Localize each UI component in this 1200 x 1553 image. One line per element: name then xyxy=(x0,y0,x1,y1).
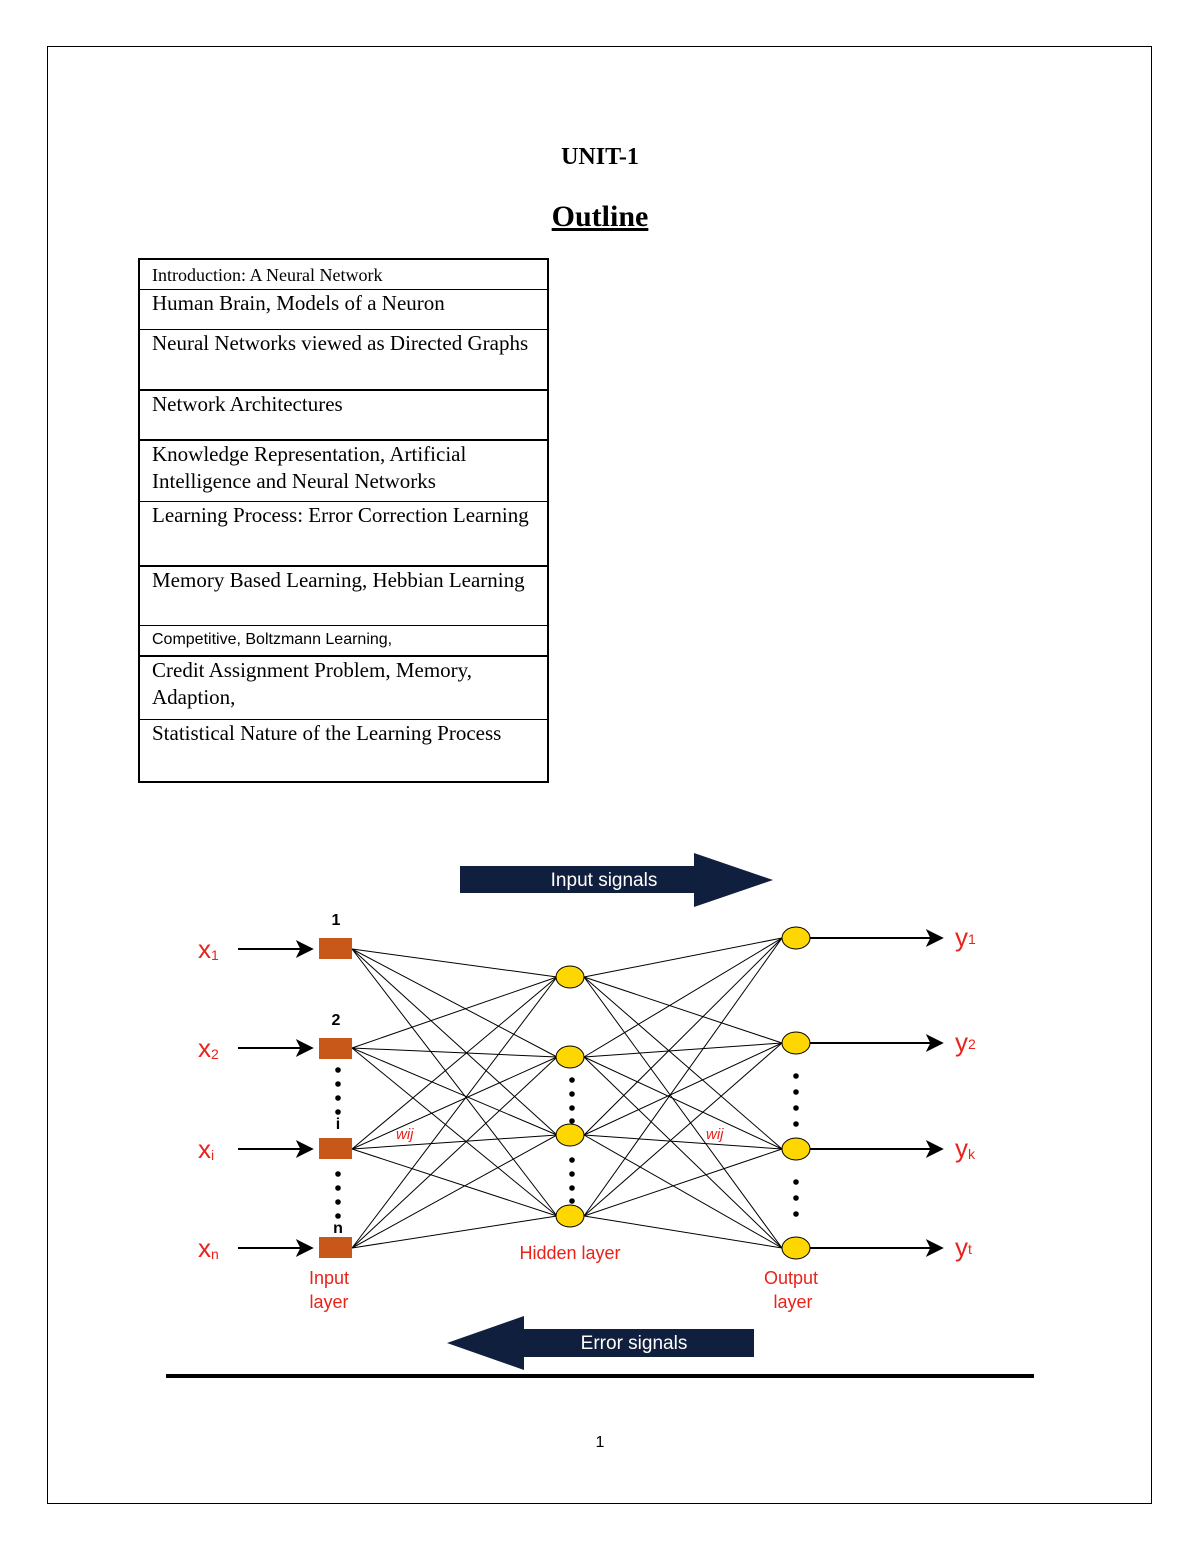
output-neuron xyxy=(781,1031,811,1055)
layer-labels: Input layer Hidden layer Output layer xyxy=(309,1243,818,1312)
input-layer-label-line2: layer xyxy=(309,1292,348,1312)
hidden-neuron xyxy=(555,1204,585,1228)
output-label-y2: y2 xyxy=(955,1027,976,1057)
weight-connection xyxy=(583,937,783,978)
input-layer-label-line1: Input xyxy=(309,1268,349,1288)
weight-connection xyxy=(351,1047,558,1217)
outline-item: Network Architectures xyxy=(138,388,549,440)
input-node xyxy=(319,1138,352,1159)
output-neuron xyxy=(781,1137,811,1161)
output-label-yk: yk xyxy=(955,1133,976,1163)
weight-connection xyxy=(351,1134,558,1150)
svg-text:wij: wij xyxy=(706,1126,724,1143)
weight-connection xyxy=(583,1215,783,1249)
weight-connection xyxy=(351,1047,558,1136)
input-label-x1: x1 xyxy=(198,934,219,964)
input-signals-label: Input signals xyxy=(551,870,658,891)
unit-heading: UNIT-1 xyxy=(561,144,639,170)
outline-heading: Outline xyxy=(551,200,649,233)
hidden-neuron xyxy=(555,965,585,989)
weight-connection xyxy=(583,1042,783,1136)
outline-item: Knowledge Representation, Artificial Int… xyxy=(138,438,549,502)
weight-connection xyxy=(583,1134,783,1249)
weight-connection xyxy=(351,976,558,1150)
outline-item: Human Brain, Models of a Neuron xyxy=(138,289,549,330)
weight-connection xyxy=(583,976,783,1150)
outline-table: Introduction: A Neural Network Human Bra… xyxy=(138,258,549,783)
page-number: 1 xyxy=(595,1434,605,1451)
footer-rule xyxy=(166,1374,1034,1378)
input-label-xi: xi xyxy=(198,1134,214,1164)
output-label-yt: yt xyxy=(955,1232,972,1262)
svg-text:1: 1 xyxy=(332,912,341,929)
hidden-neuron xyxy=(555,1123,585,1147)
weight-connection xyxy=(351,1134,558,1249)
outline-item: Competitive, Boltzmann Learning, xyxy=(138,625,549,656)
weight-connection xyxy=(583,1056,783,1150)
hidden-neuron xyxy=(555,1045,585,1069)
weight-connection xyxy=(351,1215,558,1249)
input-node xyxy=(319,1038,352,1059)
input-arrows xyxy=(238,940,314,1257)
error-signals-arrow: Error signals xyxy=(447,1316,754,1370)
weight-connection xyxy=(583,937,783,1136)
weight-connection xyxy=(351,948,558,1217)
output-neurons xyxy=(781,926,811,1260)
weight-connection xyxy=(583,976,783,1249)
input-node xyxy=(319,938,352,959)
input-label-x2: x2 xyxy=(198,1033,219,1063)
neural-network-diagram: Input signals Error signals 1 2 i n xyxy=(198,853,976,1370)
weight-connection xyxy=(583,937,783,1058)
output-labels: y1 y2 yk yt xyxy=(955,922,976,1262)
input-labels: x1 x2 xi xn xyxy=(198,934,219,1263)
weight-connection xyxy=(583,1056,783,1249)
weight-connection xyxy=(351,948,558,1058)
output-layer-label-line1: Output xyxy=(764,1268,818,1288)
svg-text:n: n xyxy=(333,1220,343,1237)
weight-connection xyxy=(351,948,558,978)
page-border xyxy=(47,46,1152,1504)
input-label-xn: xn xyxy=(198,1233,219,1263)
outline-item: Credit Assignment Problem, Memory, Adapt… xyxy=(138,654,549,720)
outline-item: Learning Process: Error Correction Learn… xyxy=(138,501,549,566)
outline-item: Neural Networks viewed as Directed Graph… xyxy=(138,329,549,390)
output-label-y1: y1 xyxy=(955,922,976,952)
outline-item: Statistical Nature of the Learning Proce… xyxy=(138,719,549,782)
weight-connection xyxy=(351,1148,558,1217)
weight-connections xyxy=(351,937,783,1249)
svg-text:i: i xyxy=(336,1116,340,1133)
output-layer-label-line2: layer xyxy=(773,1292,812,1312)
output-neuron xyxy=(781,1236,811,1260)
output-ellipsis-dots xyxy=(793,1073,799,1217)
input-node-labels: 1 2 i n xyxy=(332,912,343,1237)
weight-connection xyxy=(583,937,783,1217)
output-arrows xyxy=(810,929,944,1257)
weight-connection xyxy=(583,1042,783,1058)
weight-connection xyxy=(351,1056,558,1150)
weight-connection xyxy=(351,1047,558,1058)
svg-text:2: 2 xyxy=(332,1012,341,1029)
weight-connection xyxy=(583,1134,783,1150)
outline-item: Memory Based Learning, Hebbian Learning xyxy=(138,564,549,626)
input-node xyxy=(319,1237,352,1258)
weight-connection xyxy=(351,948,558,1136)
input-nodes xyxy=(319,938,352,1258)
error-signals-label: Error signals xyxy=(581,1333,688,1354)
weight-connection xyxy=(583,976,783,1044)
outline-item: Introduction: A Neural Network xyxy=(138,258,549,290)
input-signals-arrow: Input signals xyxy=(460,853,773,907)
svg-text:wij: wij xyxy=(396,1126,414,1143)
weight-labels: wij wij xyxy=(396,1126,724,1143)
output-neuron xyxy=(781,926,811,950)
hidden-ellipsis-dots xyxy=(569,1077,575,1204)
weight-connection xyxy=(583,1148,783,1217)
weight-connection xyxy=(351,976,558,1049)
weight-connection xyxy=(351,1056,558,1249)
weight-connection xyxy=(583,1042,783,1217)
weight-connection xyxy=(351,976,558,1249)
input-ellipsis-dots xyxy=(335,1067,341,1219)
hidden-neurons xyxy=(555,965,585,1228)
hidden-layer-label: Hidden layer xyxy=(519,1243,620,1263)
